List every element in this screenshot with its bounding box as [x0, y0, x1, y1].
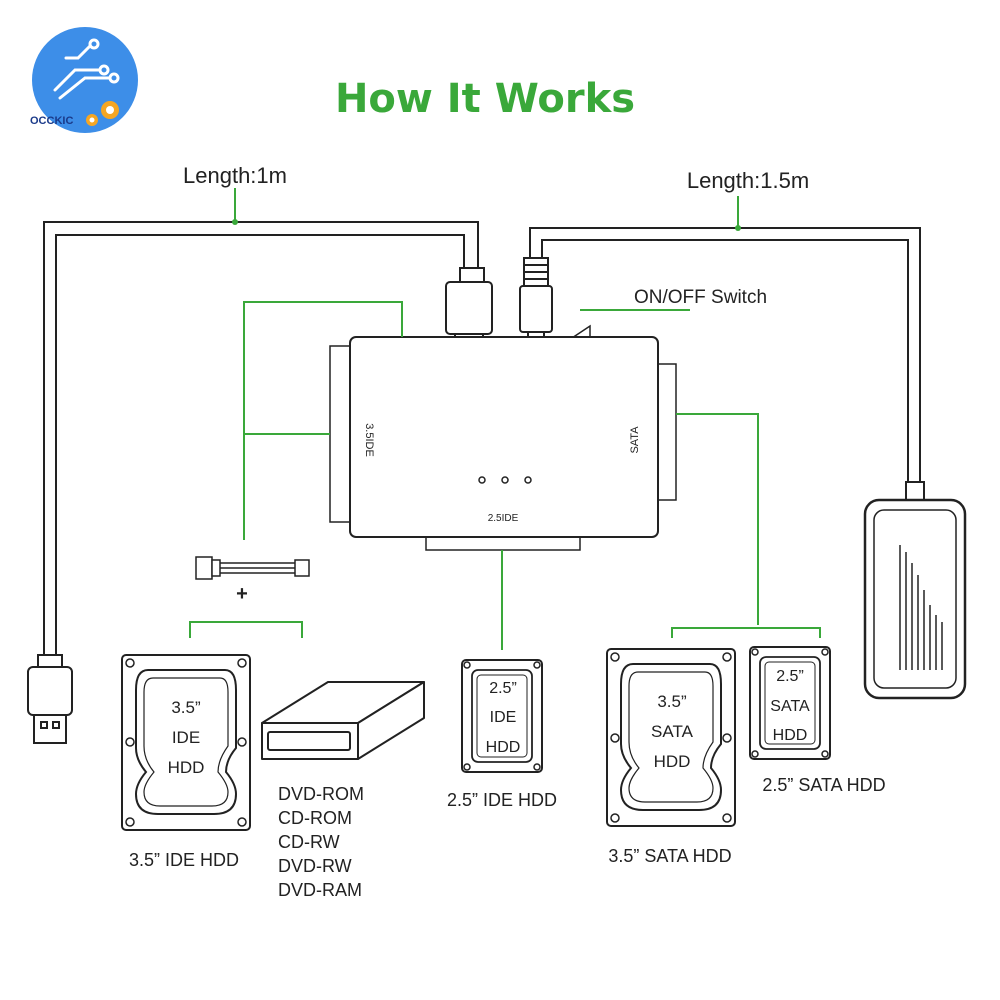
sata25-line3: HDD	[773, 727, 808, 744]
optical-drive-types: DVD-ROM CD-ROM CD-RW DVD-RW DVD-RAM	[278, 784, 364, 900]
page-title: How It Works	[335, 76, 635, 122]
sata25-line2: SATA	[770, 698, 810, 715]
ide35-line2: IDE	[172, 728, 200, 747]
ide-35-hdd-icon	[121, 654, 251, 831]
logo-text: OCCKIC	[30, 115, 73, 127]
adapter-body	[329, 336, 677, 551]
connector-lines	[189, 301, 821, 650]
switch-label: ON/OFF Switch	[634, 287, 767, 308]
ide25-caption: 2.5” IDE HDD	[447, 790, 557, 810]
sata35-line2: SATA	[651, 722, 694, 741]
sata25-line1: 2.5”	[776, 668, 804, 685]
led-indicators	[478, 476, 532, 484]
ide25-line2: IDE	[490, 709, 517, 726]
power-length-label: Length:1.5m	[687, 168, 809, 193]
usb-plug-icon	[27, 654, 73, 744]
usb-length-label: Length:1m	[183, 163, 287, 188]
optical-drive-icon	[261, 681, 425, 760]
sata35-caption: 3.5” SATA HDD	[608, 846, 731, 866]
ide25-line3: HDD	[486, 739, 521, 756]
ide35-line3: HDD	[168, 758, 205, 777]
sata35-line3: HDD	[654, 752, 691, 771]
usb-cable	[43, 221, 493, 655]
ide35-line1: 3.5”	[171, 698, 201, 717]
optical-type: CD-ROM	[278, 808, 352, 828]
optical-type: DVD-RW	[278, 856, 352, 876]
sata35-line1: 3.5”	[657, 692, 687, 711]
sata25-caption: 2.5” SATA HDD	[762, 775, 885, 795]
ide-25-hdd-icon	[461, 659, 543, 773]
optical-type: CD-RW	[278, 832, 340, 852]
power-splitter-cable	[195, 556, 310, 580]
port-sata-label: SATA	[629, 426, 641, 454]
optical-type: DVD-ROM	[278, 784, 364, 804]
port-25ide-label: 2.5IDE	[488, 513, 519, 524]
power-adapter	[863, 498, 967, 700]
occkic-logo: OCCKIC	[30, 27, 138, 133]
ide25-line1: 2.5”	[489, 680, 517, 697]
port-35ide-label: 3.5IDE	[363, 423, 375, 457]
plus-sign: +	[236, 583, 248, 605]
sata-25-hdd-icon	[749, 646, 831, 760]
sata-35-hdd-icon	[606, 648, 736, 827]
optical-type: DVD-RAM	[278, 880, 362, 900]
ide35-caption: 3.5” IDE HDD	[129, 850, 239, 870]
power-cable	[519, 227, 925, 505]
